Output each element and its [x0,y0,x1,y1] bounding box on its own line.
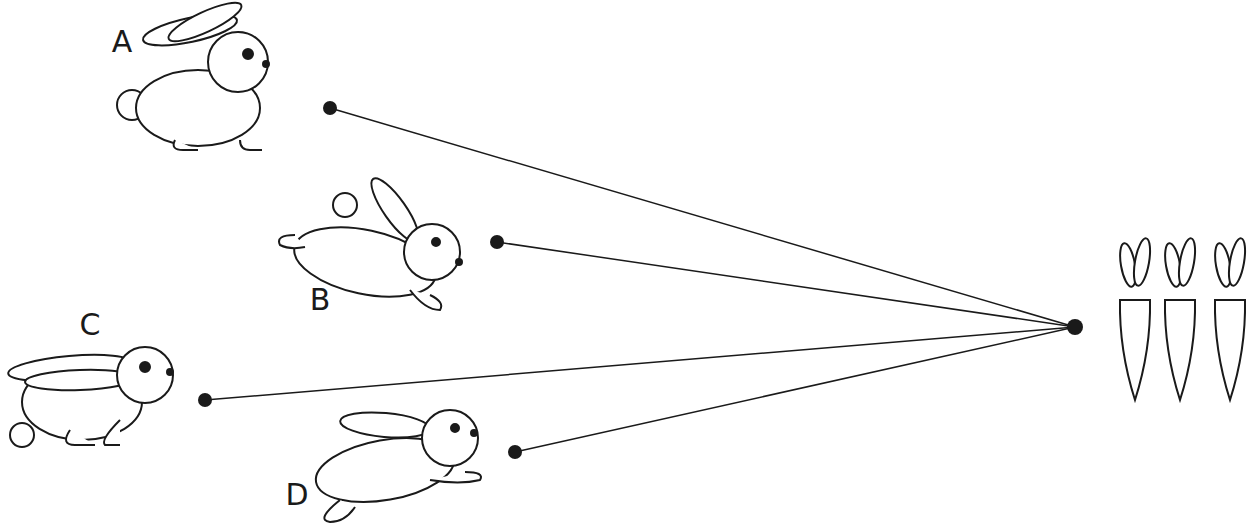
dot [323,101,337,115]
rabbit-letter: C [80,310,101,340]
rabbit [279,173,462,310]
dot [508,445,522,459]
line-c [205,327,1075,400]
rabbit-letter: A [112,27,133,57]
dot [198,393,212,407]
carrots [1117,237,1248,400]
dots [198,101,1083,459]
rabbit-letter: D [285,480,308,510]
rabbit [7,347,173,447]
dot [490,235,504,249]
line-a [330,108,1075,327]
carrot [1162,237,1198,400]
carrot [1212,237,1248,400]
rabbit [311,409,481,522]
line-b [497,242,1075,327]
guide-lines [205,108,1075,452]
carrot [1117,237,1153,400]
rabbit-letter: B [310,285,331,315]
rabbit [117,0,269,150]
dot [1067,319,1083,335]
line-d [515,327,1075,452]
